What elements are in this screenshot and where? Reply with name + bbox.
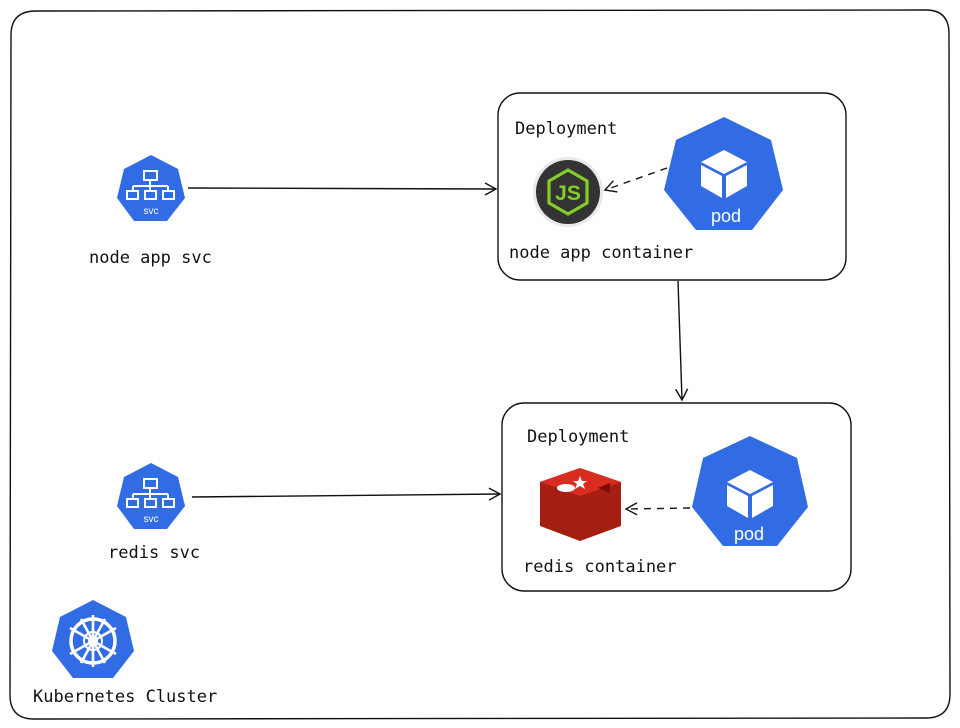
kubernetes-helm-icon [52, 600, 134, 678]
service-node-app[interactable]: svc node app svc [89, 155, 212, 268]
deployment-box [497, 92, 847, 281]
service-to-deployment-arrow [187, 182, 498, 196]
pod-icon: pod [692, 436, 808, 546]
deployment-title: Deployment [515, 119, 617, 139]
container-label: node app container [509, 243, 693, 263]
deployment-title: Deployment [527, 427, 629, 447]
service-icon: svc [117, 155, 185, 221]
deployment-to-deployment-arrow [675, 280, 689, 402]
service-icon-text: svc [144, 206, 159, 217]
redis-icon [540, 468, 621, 541]
pod-to-container-connector [624, 502, 691, 516]
service-label: redis svc [108, 543, 200, 563]
cluster-label: Kubernetes Cluster [33, 687, 217, 707]
pod-label: pod [734, 524, 764, 544]
pod-icon: pod [664, 117, 783, 230]
service-icon: svc [117, 463, 185, 529]
deployment-redis[interactable]: Deployment redis container pod [501, 402, 852, 592]
pod-label: pod [711, 206, 741, 226]
service-to-deployment-arrow [191, 487, 502, 501]
service-icon-text: svc [144, 514, 159, 525]
service-redis[interactable]: svc redis svc [108, 463, 200, 563]
cluster-boundary [9, 9, 951, 720]
nodejs-icon: JS [533, 157, 603, 227]
deployment-box [501, 402, 852, 592]
pod-to-container-connector [603, 167, 668, 193]
service-label: node app svc [89, 248, 212, 268]
deployment-node-app[interactable]: Deployment node app container JS pod [497, 92, 847, 281]
nodejs-logo-text: JS [555, 182, 581, 205]
container-label: redis container [523, 557, 677, 577]
